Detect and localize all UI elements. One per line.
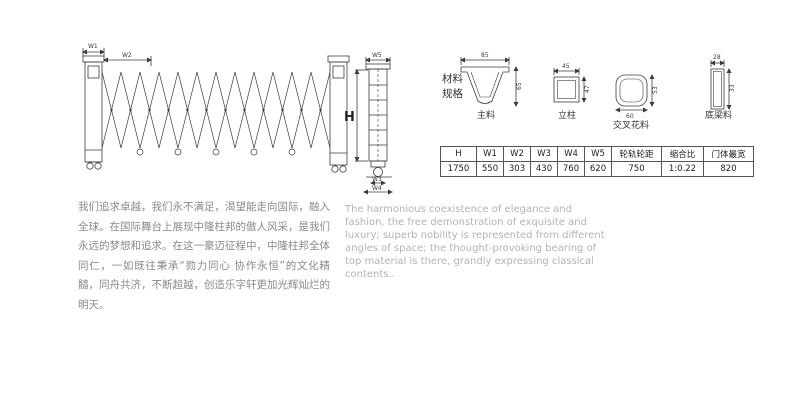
dim-cross-bottom: 60 bbox=[626, 113, 634, 120]
english-copy: The harmonious coexistence of elegance a… bbox=[345, 204, 605, 280]
material-label-cross: 交叉花料 bbox=[613, 119, 649, 131]
side-view-dimensions: W5 H W3 W4 bbox=[344, 52, 393, 195]
spec-value: 1:0.22 bbox=[661, 161, 704, 177]
chinese-copy: 我们追求卓越，我们永不满足，渴望能走向国际，融入全球。在国际舞台上展现中隆柱邦的… bbox=[78, 201, 330, 311]
spec-col-header: W3 bbox=[530, 146, 558, 162]
material-label-column: 立柱 bbox=[558, 109, 576, 121]
material-profile-cross: 53 60 交叉花料 bbox=[613, 74, 659, 131]
spec-table: H W1 W2 W3 W4 W5 轮轨轮距 缩合比 门体最宽 1750 550 … bbox=[440, 146, 754, 177]
front-view-dimensions: W1 W2 bbox=[82, 43, 152, 66]
spec-col-header: 门体最宽 bbox=[703, 146, 754, 162]
dim-main-right: 65 bbox=[516, 82, 523, 90]
spec-value: 750 bbox=[611, 161, 662, 177]
dim-w1-label: W1 bbox=[88, 43, 98, 50]
material-profile-main: 85 65 主料 bbox=[460, 52, 523, 121]
spec-value: 303 bbox=[503, 161, 531, 177]
spec-col-header: H bbox=[440, 146, 477, 162]
spec-value: 430 bbox=[530, 161, 558, 177]
dim-w2-label: W2 bbox=[122, 52, 132, 59]
dim-column-right: 47 bbox=[584, 85, 591, 93]
material-label-main: 主料 bbox=[477, 109, 495, 121]
dim-beam-right: 33 bbox=[729, 84, 736, 92]
dim-beam-top: 28 bbox=[713, 54, 721, 61]
gate-right-post bbox=[327, 55, 350, 173]
material-profile-column: 45 47 立柱 bbox=[553, 63, 591, 121]
dim-w4-label: W4 bbox=[372, 185, 382, 192]
lattice-joints bbox=[110, 108, 322, 112]
spec-value: 1750 bbox=[440, 161, 477, 177]
gate-front-view: W1 W2 bbox=[82, 43, 350, 173]
spec-header-row: H W1 W2 W3 W4 W5 轮轨轮距 缩合比 门体最宽 bbox=[440, 146, 754, 162]
spec-col-header: W4 bbox=[557, 146, 585, 162]
spec-value-row: 1750 550 303 430 760 620 750 1:0.22 820 bbox=[440, 161, 754, 177]
material-profiles: 85 65 主料 45 47 立柱 53 bbox=[460, 52, 736, 131]
gate-side-view: W5 H W3 W4 bbox=[344, 52, 393, 195]
material-label-beam: 底梁料 bbox=[705, 109, 732, 121]
dim-w3-label: W3 bbox=[372, 176, 382, 183]
materials-section-title: 材料规格 bbox=[442, 73, 463, 100]
spec-col-header: W5 bbox=[584, 146, 612, 162]
accordion-wheels bbox=[136, 148, 296, 156]
spec-value: 760 bbox=[557, 161, 585, 177]
dim-column-top: 45 bbox=[562, 63, 570, 70]
dim-main-top: 85 bbox=[481, 52, 489, 59]
dim-w5-label: W5 bbox=[372, 52, 382, 59]
spec-col-header: W1 bbox=[476, 146, 504, 162]
spec-col-header: 轮轨轮距 bbox=[611, 146, 662, 162]
dim-cross-right: 53 bbox=[652, 86, 659, 94]
dim-h-label: H bbox=[344, 110, 355, 125]
material-profile-beam: 28 33 底梁料 bbox=[705, 54, 736, 121]
spec-value: 620 bbox=[584, 161, 612, 177]
gate-accordion-lattice bbox=[101, 71, 331, 156]
spec-value: 550 bbox=[476, 161, 504, 177]
spec-value: 820 bbox=[703, 161, 754, 177]
spec-col-header: W2 bbox=[503, 146, 531, 162]
spec-col-header: 缩合比 bbox=[661, 146, 704, 162]
gate-left-post bbox=[82, 55, 105, 170]
